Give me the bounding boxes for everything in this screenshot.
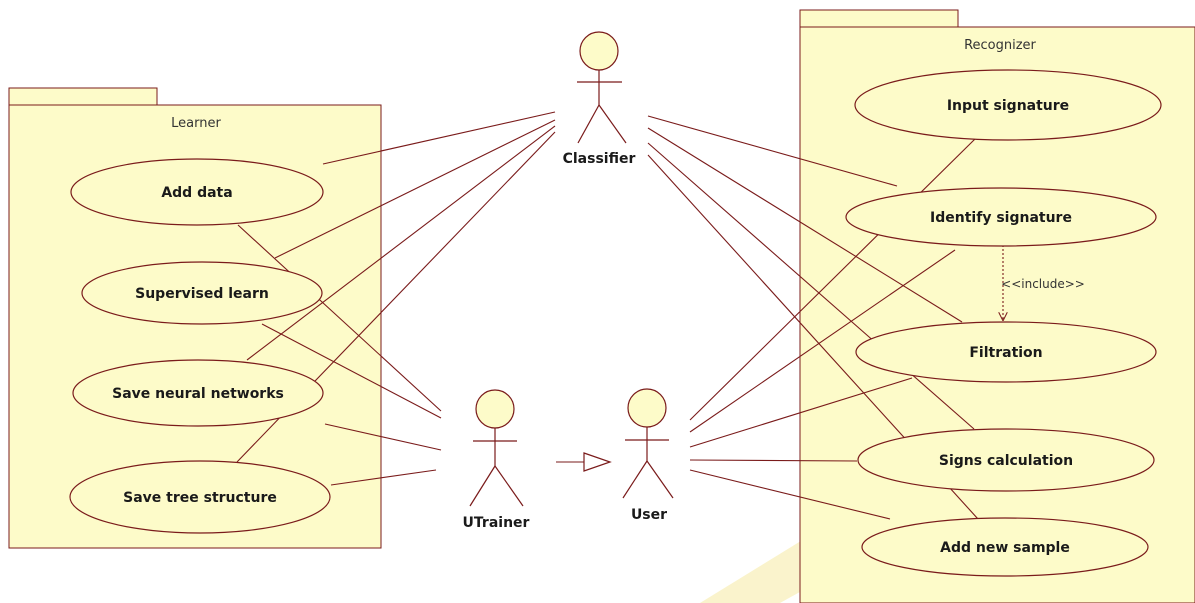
use-case-label: Save neural networks xyxy=(112,386,284,402)
assoc-user-signs xyxy=(689,459,858,462)
package-learner-title: Learner xyxy=(171,116,221,131)
assoc-classifier-supervised-learn xyxy=(274,119,556,259)
use-case-label: Save tree structure xyxy=(123,490,277,506)
generalization-arrowhead xyxy=(583,452,612,472)
use-case-save-neural-networks[interactable]: Save neural networks xyxy=(72,359,324,427)
use-case-label: Identify signature xyxy=(930,210,1072,226)
use-case-identify-signature[interactable]: Identify signature xyxy=(845,187,1157,247)
use-case-add-new-sample[interactable]: Add new sample xyxy=(861,517,1149,577)
assoc-classifier-identify xyxy=(647,115,898,187)
use-case-add-data[interactable]: Add data xyxy=(70,158,324,226)
actor-label: Classifier xyxy=(563,151,636,167)
use-case-label: Input signature xyxy=(947,98,1069,114)
include-dependency: <<include>> xyxy=(1001,245,1085,320)
assoc-utrainer-supervised-learn xyxy=(261,323,442,419)
use-case-input-signature[interactable]: Input signature xyxy=(854,69,1162,141)
use-case-label: Signs calculation xyxy=(939,453,1073,469)
actor-classifier[interactable]: Classifier xyxy=(563,31,636,167)
include-stereotype: <<include>> xyxy=(1001,277,1085,291)
use-case-save-tree-structure[interactable]: Save tree structure xyxy=(69,460,331,534)
actor-label: UTrainer xyxy=(463,515,530,531)
use-case-supervised-learn[interactable]: Supervised learn xyxy=(81,261,323,325)
assoc-classifier-save-neural xyxy=(246,125,556,361)
assoc-user-identify xyxy=(689,249,956,433)
association-lines xyxy=(236,111,979,520)
package-recognizer-title: Recognizer xyxy=(964,38,1036,53)
actor-label: User xyxy=(631,507,667,523)
assoc-user-add-new-sample xyxy=(689,469,891,520)
assoc-utrainer-save-neural xyxy=(324,423,442,451)
use-case-label: Add data xyxy=(161,185,232,201)
assoc-classifier-signs xyxy=(647,142,975,430)
actor-head xyxy=(627,388,667,428)
package-learner-tab xyxy=(8,87,158,106)
use-case-label: Filtration xyxy=(969,345,1042,361)
use-case-label: Supervised learn xyxy=(135,286,269,302)
package-recognizer-tab xyxy=(799,9,959,28)
use-case-filtration[interactable]: Filtration xyxy=(855,321,1157,383)
use-case-signs-calculation[interactable]: Signs calculation xyxy=(857,428,1155,492)
use-case-label: Add new sample xyxy=(940,540,1070,556)
assoc-user-filtration xyxy=(689,377,913,448)
actor-utrainer[interactable]: UTrainer xyxy=(463,389,530,531)
assoc-utrainer-save-tree xyxy=(330,469,437,486)
assoc-user-input-signature xyxy=(689,138,976,421)
actor-head xyxy=(579,31,619,71)
actor-user[interactable]: User xyxy=(622,388,674,523)
assoc-classifier-filtration xyxy=(647,127,963,323)
assoc-classifier-add-data xyxy=(322,111,556,165)
actor-head xyxy=(475,389,515,429)
assoc-utrainer-add-data xyxy=(237,224,442,412)
generalization-utrainer-user xyxy=(556,452,612,472)
